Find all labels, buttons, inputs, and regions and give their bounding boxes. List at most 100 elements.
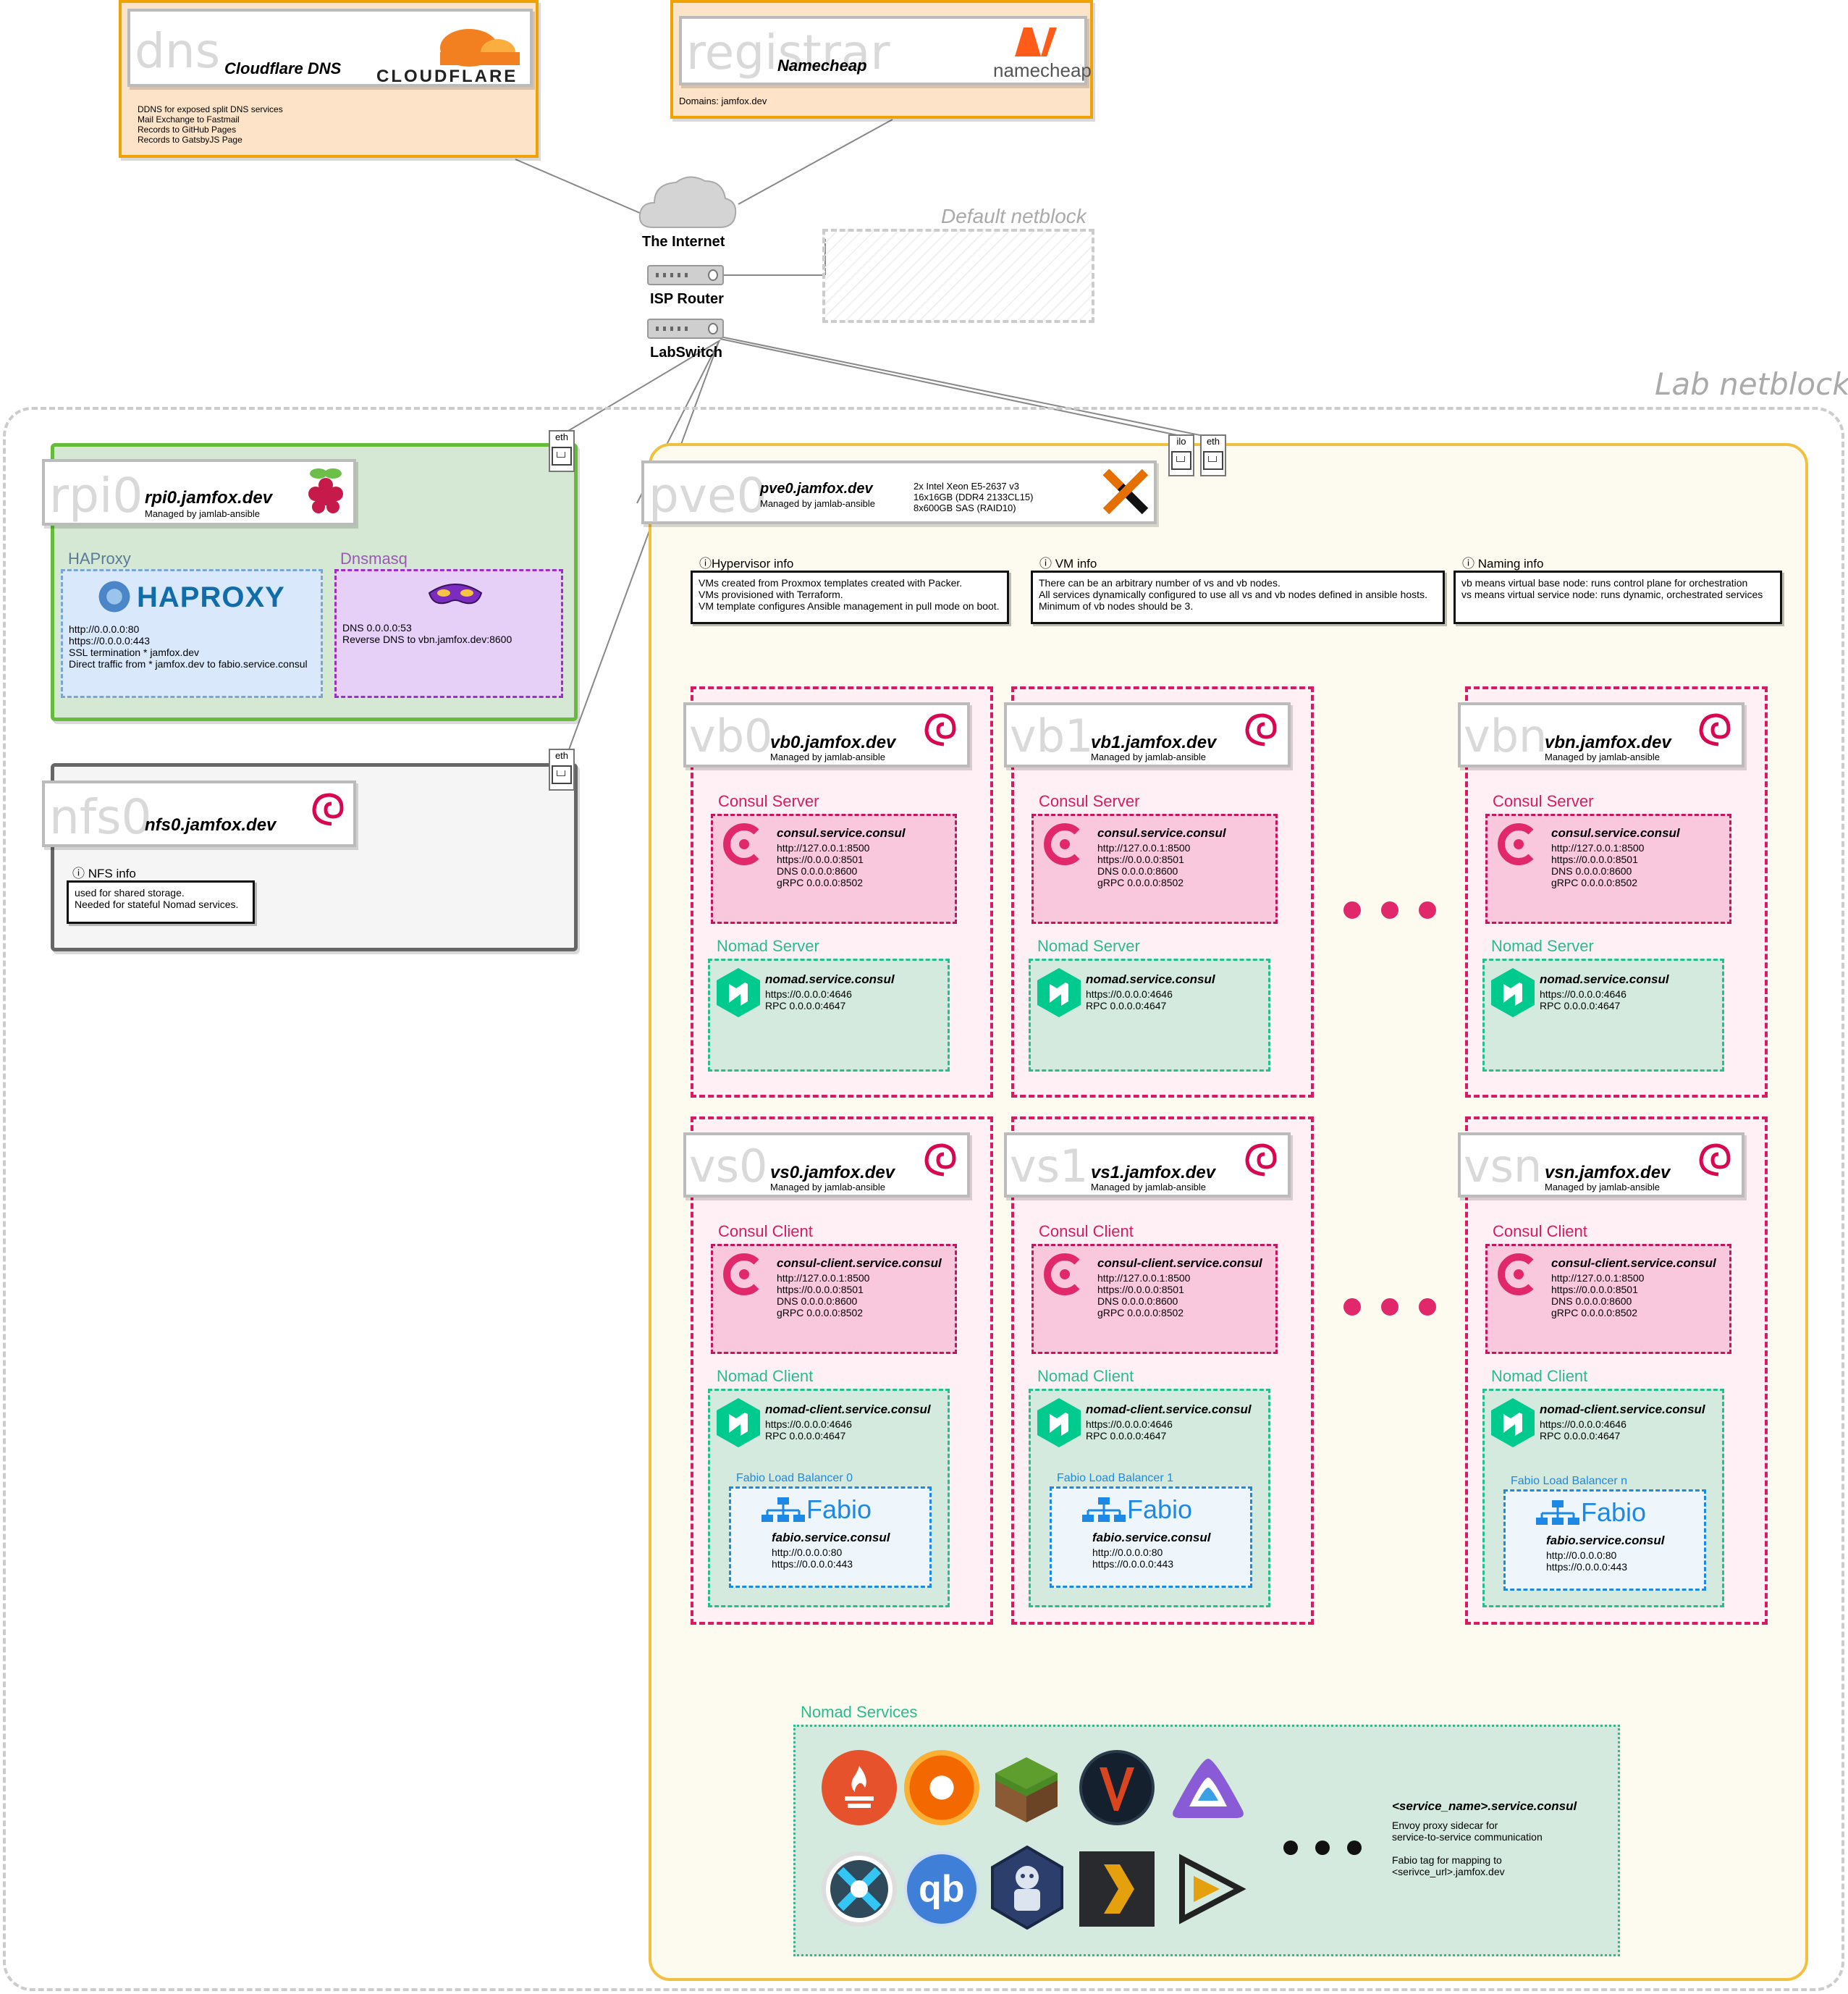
nomad-server-box: nomad.service.consul https://0.0.0.0:464… bbox=[1029, 959, 1270, 1072]
nomad-icon bbox=[714, 967, 762, 1019]
fabio-box: Fabio fabio.service.consul http://0.0.0.… bbox=[729, 1486, 932, 1588]
eth-port-label: eth bbox=[1206, 436, 1220, 447]
fabio-notes: http://0.0.0.0:80 https://0.0.0.0:443 bbox=[772, 1547, 853, 1570]
consul-icon bbox=[1493, 819, 1544, 870]
consul-client-box: consul-client.service.consul http://127.… bbox=[1485, 1244, 1731, 1354]
ethernet-port-icon bbox=[552, 765, 572, 784]
vb-node-header: vbn vbn.jamfox.dev Managed by jamlab-ans… bbox=[1458, 702, 1744, 767]
nfs0-big-label: nfs0 bbox=[49, 789, 152, 845]
dns-title: Cloudflare DNS bbox=[224, 59, 342, 77]
fabio-box: Fabio fabio.service.consul http://0.0.0.… bbox=[1503, 1489, 1706, 1591]
fabio-notes: http://0.0.0.0:80 https://0.0.0.0:443 bbox=[1546, 1549, 1628, 1573]
debian-icon bbox=[918, 1138, 961, 1186]
switch-leds bbox=[656, 327, 692, 331]
nfs0-eth-port[interactable]: eth bbox=[549, 749, 575, 791]
pve0-header: pve0 pve0.jamfox.dev Managed by jamlab-a… bbox=[641, 460, 1157, 524]
fabio-logo-text: Fabio bbox=[1581, 1497, 1647, 1527]
tautulli-icon bbox=[1172, 1851, 1247, 1927]
dnsmasq-notes: DNS 0.0.0.0:53 Reverse DNS to vbn.jamfox… bbox=[342, 622, 512, 645]
dnsmasq-box: DNS 0.0.0.0:53 Reverse DNS to vbn.jamfox… bbox=[334, 569, 563, 698]
ethernet-port-icon bbox=[1171, 451, 1191, 470]
vm-info-title: ⓘ VM info bbox=[1039, 557, 1097, 571]
more-services-dot bbox=[1347, 1841, 1362, 1855]
vs-managed: Managed by jamlab-ansible bbox=[1091, 1182, 1206, 1192]
more-vb-nodes-dot bbox=[1419, 901, 1436, 919]
fabio-icon bbox=[761, 1496, 805, 1525]
service-notes: Envoy proxy sidecar for service-to-servi… bbox=[1392, 1820, 1543, 1877]
pve0-ilo-port[interactable]: ilo bbox=[1168, 434, 1194, 476]
router-leds bbox=[656, 273, 692, 277]
consul-client-notes: http://127.0.0.1:8500 https://0.0.0.0:85… bbox=[1551, 1272, 1645, 1318]
vs-host: vsn.jamfox.dev bbox=[1545, 1163, 1671, 1182]
consul-client-notes: http://127.0.0.1:8500 https://0.0.0.0:85… bbox=[777, 1272, 870, 1318]
fabio-svc: fabio.service.consul bbox=[1546, 1534, 1665, 1547]
nomad-icon bbox=[1489, 1397, 1537, 1449]
nomad-server-box: nomad.service.consul https://0.0.0.0:464… bbox=[1482, 959, 1724, 1072]
eth-port-label: eth bbox=[554, 432, 569, 442]
vb-host: vbn.jamfox.dev bbox=[1545, 733, 1671, 752]
consul-server-svc: consul.service.consul bbox=[1551, 826, 1680, 840]
lab-netblock bbox=[3, 407, 1844, 1991]
haproxy-box: HAPROXY http://0.0.0.0:80 https://0.0.0.… bbox=[61, 569, 323, 698]
consul-server-title: Consul Server bbox=[1493, 792, 1594, 810]
nomad-services-box: qb <service_name>.service.consul Envoy p… bbox=[793, 1725, 1620, 1956]
fabio-icon bbox=[1536, 1499, 1579, 1528]
namecheap-logo-text: namecheap bbox=[993, 59, 1092, 81]
haproxy-notes: http://0.0.0.0:80 https://0.0.0.0:443 SS… bbox=[69, 623, 308, 670]
consul-icon bbox=[1493, 1249, 1544, 1300]
vb-managed: Managed by jamlab-ansible bbox=[1091, 752, 1206, 762]
consul-server-notes: http://127.0.0.1:8500 https://0.0.0.0:85… bbox=[777, 842, 870, 888]
qbittorrent-icon: qb bbox=[904, 1851, 979, 1927]
sonarr-icon bbox=[822, 1851, 897, 1927]
dnsmasq-title: Dnsmasq bbox=[340, 550, 408, 568]
vs-node-box: vs1 vs1.jamfox.dev Managed by jamlab-ans… bbox=[1004, 1116, 1314, 1625]
hypervisor-info-box: VMs created from Proxmox templates creat… bbox=[691, 571, 1009, 624]
consul-server-svc: consul.service.consul bbox=[1097, 826, 1226, 840]
pve0-eth-port[interactable]: eth bbox=[1200, 434, 1226, 476]
valheim-icon bbox=[1079, 1750, 1155, 1825]
more-vs-nodes-dot bbox=[1381, 1298, 1398, 1316]
fabio-box: Fabio fabio.service.consul http://0.0.0.… bbox=[1050, 1486, 1252, 1588]
more-vs-nodes-dot bbox=[1343, 1298, 1361, 1316]
eth-port-label: eth bbox=[554, 750, 569, 761]
vs-managed: Managed by jamlab-ansible bbox=[770, 1182, 885, 1192]
vb-big-label: vb0 bbox=[689, 710, 773, 762]
consul-client-svc: consul-client.service.consul bbox=[1097, 1256, 1262, 1270]
nomad-server-svc: nomad.service.consul bbox=[1540, 972, 1669, 986]
plex-icon bbox=[1079, 1851, 1155, 1927]
nomad-client-title: Nomad Client bbox=[1037, 1367, 1134, 1385]
nomad-client-box: nomad-client.service.consul https://0.0.… bbox=[1482, 1389, 1724, 1607]
nomad-server-title: Nomad Server bbox=[717, 937, 819, 955]
internet-cloud-icon bbox=[637, 171, 738, 232]
service-pattern: <service_name>.service.consul bbox=[1392, 1799, 1577, 1813]
naming-info-title: ⓘ Naming info bbox=[1462, 557, 1544, 571]
vb-managed: Managed by jamlab-ansible bbox=[1545, 752, 1660, 762]
rpi0-managed: Managed by jamlab-ansible bbox=[145, 508, 260, 519]
pve0-specs: 2x Intel Xeon E5-2637 v3 16x16GB (DDR4 2… bbox=[914, 481, 1034, 513]
fabio-title: Fabio Load Balancer 0 bbox=[736, 1472, 853, 1484]
hypervisor-info-title: ⓘHypervisor info bbox=[699, 557, 794, 571]
consul-icon bbox=[719, 1249, 769, 1300]
nomad-server-box: nomad.service.consul https://0.0.0.0:464… bbox=[708, 959, 950, 1072]
registrar-notes: Domains: jamfox.dev bbox=[679, 96, 767, 106]
vs-big-label: vs1 bbox=[1010, 1140, 1089, 1192]
vb-host: vb0.jamfox.dev bbox=[770, 733, 896, 752]
haproxy-logo-text: HAPROXY bbox=[137, 581, 285, 613]
nomad-client-svc: nomad-client.service.consul bbox=[1540, 1402, 1705, 1416]
nomad-server-title: Nomad Server bbox=[1491, 937, 1594, 955]
dns-notes: DDNS for exposed split DNS services Mail… bbox=[138, 104, 283, 145]
nomad-client-box: nomad-client.service.consul https://0.0.… bbox=[1029, 1389, 1270, 1607]
nomad-server-notes: https://0.0.0.0:4646 RPC 0.0.0.0:4647 bbox=[1540, 988, 1627, 1011]
fabio-svc: fabio.service.consul bbox=[772, 1531, 890, 1544]
debian-icon bbox=[918, 708, 961, 756]
rpi0-eth-port[interactable]: eth bbox=[549, 430, 575, 472]
nomad-server-notes: https://0.0.0.0:4646 RPC 0.0.0.0:4647 bbox=[1086, 988, 1173, 1011]
nomad-client-svc: nomad-client.service.consul bbox=[765, 1402, 931, 1416]
raspberry-pi-icon bbox=[305, 466, 346, 517]
consul-server-svc: consul.service.consul bbox=[777, 826, 906, 840]
vs-node-header: vs0 vs0.jamfox.dev Managed by jamlab-ans… bbox=[683, 1132, 970, 1198]
debian-icon bbox=[305, 788, 349, 836]
labswitch-label: LabSwitch bbox=[650, 345, 723, 361]
pve0-managed: Managed by jamlab-ansible bbox=[760, 498, 875, 509]
nomad-icon bbox=[1035, 1397, 1083, 1449]
